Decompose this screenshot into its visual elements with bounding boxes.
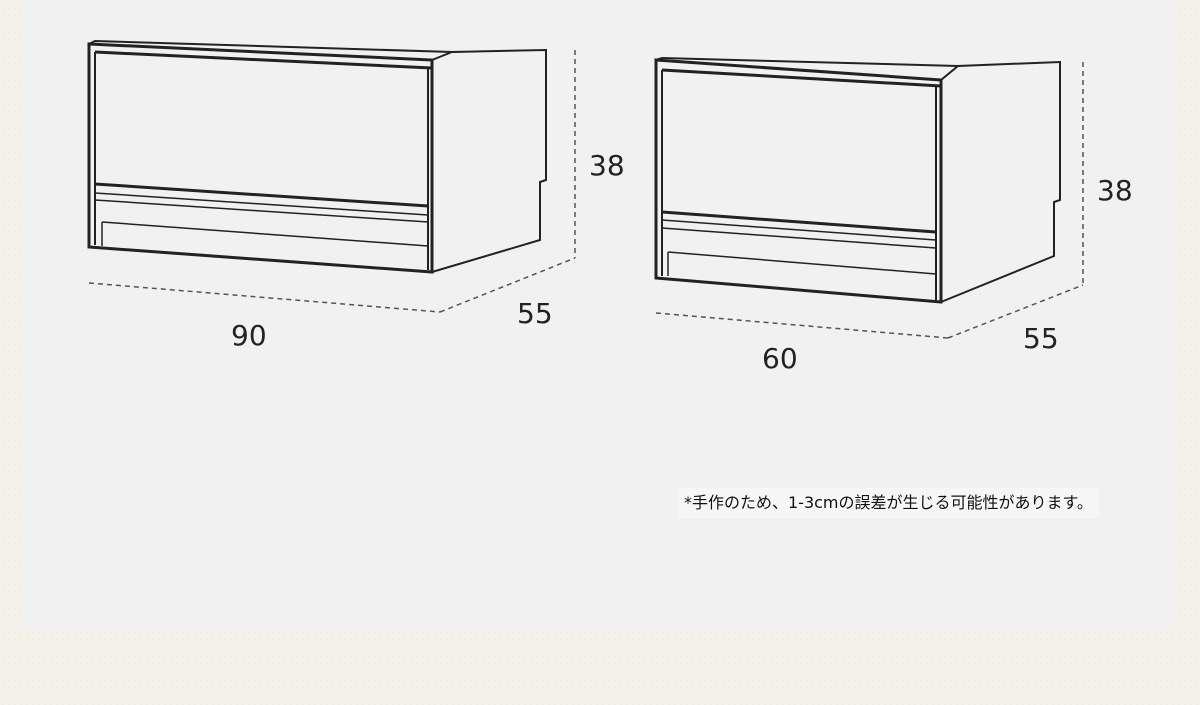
cabinet-wide	[87, 39, 547, 274]
cabinet-narrow-height-label: 38	[1097, 174, 1133, 207]
cabinet-wide-depth-dim	[439, 257, 576, 313]
cabinet-wide-top	[88, 39, 453, 53]
cabinet-narrow-dim-lines	[655, 62, 1084, 339]
cabinet-wide-drawer-line2	[94, 192, 429, 216]
cabinet-narrow-base-line	[667, 251, 937, 275]
cabinet-narrow	[654, 56, 1061, 304]
cabinet-narrow-drawer-top	[661, 210, 937, 234]
cabinet-wide-drawer-line3	[94, 199, 429, 223]
cabinet-narrow-width-dim	[655, 312, 949, 339]
cabinet-narrow-front-frame	[654, 58, 943, 304]
cabinet-wide-height-label: 38	[589, 149, 625, 182]
cabinet-wide-base-line	[101, 221, 429, 247]
cabinet-wide-width-label: 90	[231, 319, 267, 352]
cabinet-wide-side	[431, 48, 547, 273]
cabinet-wide-depth-label: 55	[517, 297, 553, 330]
cabinet-narrow-depth-dim	[947, 284, 1084, 339]
cabinet-wide-width-dim	[88, 282, 441, 313]
tolerance-note: *手作のため、1-3cmの誤差が生じる可能性があります。	[678, 488, 1099, 518]
cabinet-wide-top-edge	[94, 50, 433, 70]
cabinet-narrow-width-label: 60	[762, 342, 798, 375]
cabinet-narrow-drawer-line3	[661, 227, 937, 249]
cabinet-narrow-drawer-line2	[661, 219, 937, 241]
cabinet-narrow-top	[655, 56, 959, 67]
cabinet-wide-front-frame	[87, 42, 434, 274]
cabinet-wide-dim-lines	[88, 50, 576, 313]
cabinet-narrow-depth-label: 55	[1023, 322, 1059, 355]
cabinet-narrow-top-edge	[661, 68, 942, 88]
cabinet-narrow-side	[940, 60, 1061, 303]
diagram-panel	[22, 0, 1176, 630]
cabinet-wide-drawer-top	[94, 182, 429, 208]
